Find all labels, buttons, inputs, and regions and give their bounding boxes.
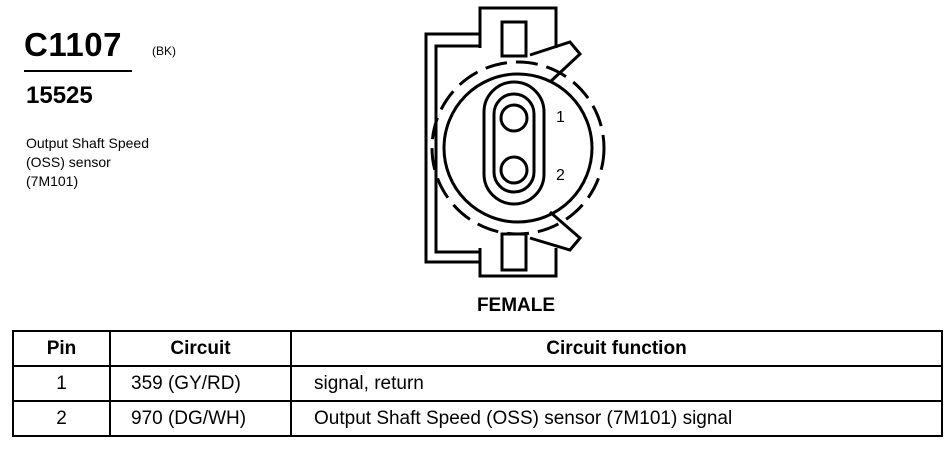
connector-id: C1107 xyxy=(24,26,122,63)
pin-table: Pin Circuit Circuit function 1 359 (GY/R… xyxy=(12,330,943,437)
part-number: 15525 xyxy=(26,82,93,109)
pin-label-1: 1 xyxy=(556,109,565,126)
pin-cavity-2 xyxy=(499,155,529,185)
cell-function: Output Shaft Speed (OSS) sensor (7M101) … xyxy=(290,400,943,437)
connector-frame-inner xyxy=(434,44,480,254)
top-tab-slot xyxy=(500,20,528,58)
table-row: 1 359 (GY/RD) signal, return xyxy=(12,365,943,402)
bottom-tab xyxy=(478,248,558,278)
description-line-1: Output Shaft Speed xyxy=(26,135,149,151)
latch-ear-bottom xyxy=(529,210,583,252)
header-pin: Pin xyxy=(12,330,111,367)
cell-function: signal, return xyxy=(290,365,943,402)
table-header-row: Pin Circuit Circuit function xyxy=(12,330,943,367)
cell-circuit: 359 (GY/RD) xyxy=(109,365,292,402)
connector-frame xyxy=(424,32,480,264)
cell-pin: 2 xyxy=(12,400,111,437)
cell-pin: 1 xyxy=(12,365,111,402)
gender-label: FEMALE xyxy=(476,295,556,316)
latch-ear-top xyxy=(529,40,583,84)
description-line-2: (OSS) sensor xyxy=(26,154,111,170)
connector-id-underline xyxy=(24,70,132,72)
connector-face-diagram: 1 2 xyxy=(424,6,606,278)
table-row: 2 970 (DG/WH) Output Shaft Speed (OSS) s… xyxy=(12,400,943,437)
bottom-tab-slot xyxy=(500,232,528,272)
terminal-housing-outer xyxy=(482,80,546,206)
pin-cavity-1 xyxy=(499,103,529,133)
connector-body-outline xyxy=(430,60,606,236)
header-circuit-function: Circuit function xyxy=(290,330,943,367)
terminal-housing-inner xyxy=(492,92,536,194)
pin-label-2: 2 xyxy=(556,167,565,184)
color-code: (BK) xyxy=(152,44,176,58)
top-tab xyxy=(478,6,558,48)
header-circuit: Circuit xyxy=(109,330,292,367)
connector-face xyxy=(442,72,594,224)
cell-circuit: 970 (DG/WH) xyxy=(109,400,292,437)
description-line-3: (7M101) xyxy=(26,173,79,189)
